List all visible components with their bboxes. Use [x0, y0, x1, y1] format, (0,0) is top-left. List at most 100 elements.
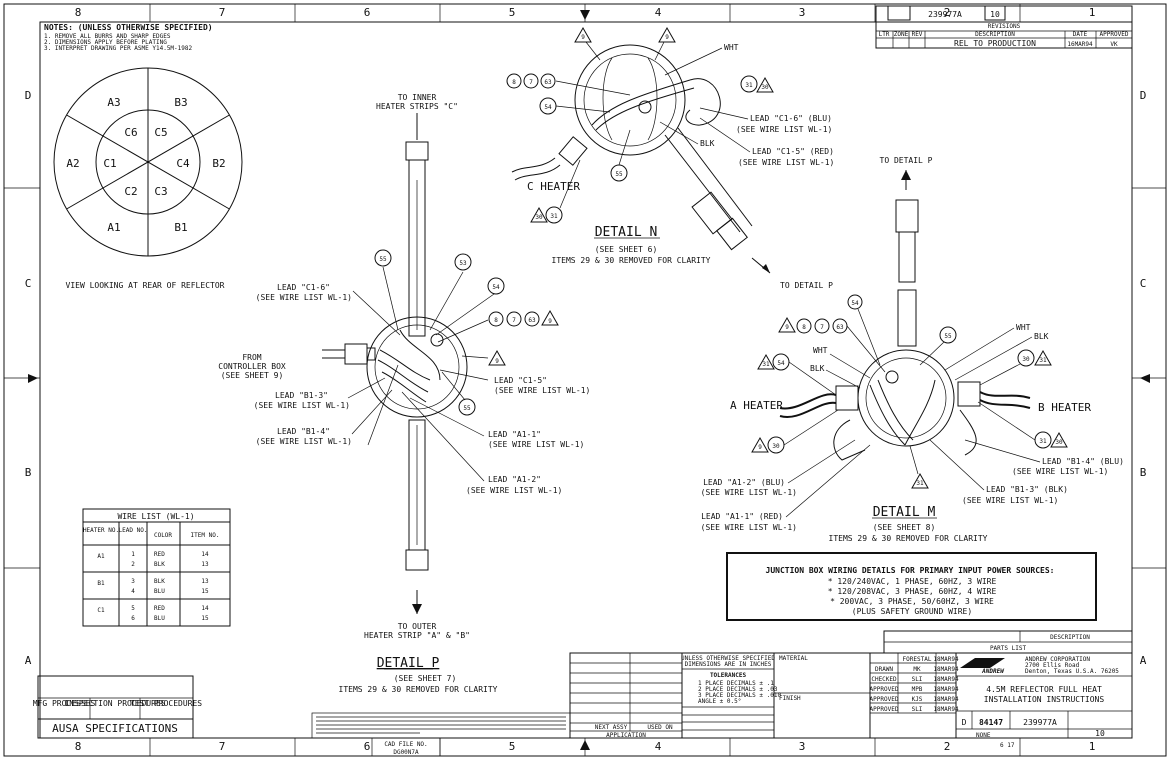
zone-row: B [25, 466, 32, 479]
zone-rows-right: D C B A [1140, 89, 1147, 667]
note-line: 1. REMOVE ALL BURRS AND SHARP EDGES [44, 33, 171, 40]
detail-m-subtitle: (SEE SHEET 8) [873, 523, 936, 532]
item-bubble: 30 [756, 76, 774, 93]
revision-desc: REL TO PRODUCTION [954, 39, 1036, 48]
zone-col: 5 [509, 6, 516, 19]
blk-label: BLK [810, 364, 825, 373]
sheet-of: 6 17 [1000, 742, 1015, 749]
company-name: ANDREW [981, 668, 1005, 675]
svg-text:18MAR94: 18MAR94 [933, 686, 959, 693]
zone-col: 8 [75, 6, 82, 19]
lead-label: LEAD "C1-6" [277, 283, 330, 292]
item-bubble: 9 [778, 316, 796, 333]
item-bubble: 55 [374, 249, 392, 267]
svg-text:LTR: LTR [879, 31, 890, 38]
detail-n: C HEATER WHT BLK LEAD "C1-6" (BLU) (SEE … [506, 26, 834, 290]
lead-label: (SEE WIRE LIST WL-1) [494, 386, 590, 395]
lead-label: (SEE WIRE LIST WL-1) [466, 486, 562, 495]
svg-text:8: 8 [512, 79, 516, 86]
drawing-title: INSTALLATION INSTRUCTIONS [984, 695, 1105, 704]
svg-text:54: 54 [544, 104, 552, 111]
zone-col: 7 [219, 6, 226, 19]
detail-p-bottom-label: HEATER STRIP "A" & "B" [364, 631, 470, 640]
detail-m-title: DETAIL M [873, 505, 936, 520]
svg-text:APPLICATION: APPLICATION [606, 732, 646, 739]
item-bubble: 9 [574, 26, 592, 43]
svg-text:54: 54 [777, 360, 785, 367]
cage-code: 84147 [979, 718, 1003, 727]
zone-col: 3 [799, 6, 806, 19]
item-bubble: 53 [454, 253, 472, 271]
lead-label: LEAD "B1-4" (BLU) [1042, 457, 1124, 466]
svg-text:30: 30 [1022, 356, 1030, 363]
zone-columns-bottom: 8 7 6 5 4 3 2 1 [75, 740, 1096, 753]
svg-text:63: 63 [836, 324, 844, 331]
sector-label: B2 [212, 157, 225, 170]
zone-row: C [1140, 277, 1147, 290]
item-bubble: 63 [524, 311, 540, 327]
svg-text:7: 7 [820, 324, 824, 331]
item-bubble: 8 [796, 318, 812, 334]
lead-label: LEAD "A1-1" (RED) [701, 512, 783, 521]
revisions-block: 239977A 10 REVISIONS LTR ZONE REV DESCRI… [875, 5, 1133, 49]
junction-title: JUNCTION BOX WIRING DETAILS FOR PRIMARY … [766, 566, 1055, 575]
svg-text:DATE: DATE [1073, 31, 1088, 38]
item-bubble: 54 [847, 294, 863, 310]
zone-rows-left: D C B A [25, 89, 32, 667]
revision-date: 16MAR94 [1067, 41, 1093, 48]
item-bubble: 8 [506, 73, 522, 89]
svg-text:B1: B1 [97, 580, 105, 587]
svg-text:55: 55 [615, 171, 623, 178]
blk-label: BLK [1034, 332, 1049, 341]
from-controller-box: FROM [242, 353, 261, 362]
note-line: 2. DIMENSIONS APPLY BEFORE PLATING [44, 39, 167, 46]
svg-text:APPROVED: APPROVED [870, 686, 899, 693]
detail-p-title: DETAIL P [377, 656, 440, 671]
svg-text:9: 9 [581, 34, 585, 41]
item-bubble: 9 [488, 349, 506, 366]
svg-text:5: 5 [131, 605, 135, 612]
svg-text:63: 63 [544, 79, 552, 86]
svg-text:31: 31 [550, 213, 558, 220]
svg-text:18MAR94: 18MAR94 [933, 696, 959, 703]
item-bubble: 63 [832, 318, 848, 334]
svg-text:54: 54 [492, 284, 500, 291]
svg-text:DRAWN: DRAWN [875, 666, 893, 673]
svg-text:14: 14 [201, 551, 209, 558]
svg-text:30: 30 [772, 443, 780, 450]
svg-text:MFG PROCESSES: MFG PROCESSES [33, 699, 96, 708]
svg-text:7: 7 [512, 317, 516, 324]
item-bubble: 55 [458, 398, 476, 416]
lead-label: (SEE WIRE LIST WL-1) [488, 440, 584, 449]
item-bubble: 63 [540, 73, 556, 89]
zone-row: D [25, 89, 32, 102]
svg-text:RED: RED [154, 605, 165, 612]
revision-doc-no: 239977A [928, 10, 962, 19]
svg-text:BLU: BLU [154, 615, 165, 622]
detail-p-bottom-label: TO OUTER [398, 622, 437, 631]
svg-text:TEST PROCEDURES: TEST PROCEDURES [130, 699, 202, 708]
table-row: B1 3 4 BLK BLU 13 15 [97, 578, 209, 595]
junction-box-note: JUNCTION BOX WIRING DETAILS FOR PRIMARY … [726, 552, 1097, 621]
svg-text:ANDREW CORPORATION: ANDREW CORPORATION [1025, 656, 1090, 663]
item-bubble: 30 [530, 206, 548, 223]
svg-text:2: 2 [131, 561, 135, 568]
item-bubble: 7 [506, 311, 522, 327]
sector-label: C5 [154, 126, 167, 139]
svg-text:Denton, Texas U.S.A. 76205: Denton, Texas U.S.A. 76205 [1025, 668, 1119, 675]
svg-text:FORESTAL: FORESTAL [903, 656, 932, 663]
lead-label: LEAD "B1-3" (BLK) [986, 485, 1068, 494]
wht-label: WHT [813, 346, 828, 355]
from-controller-box: (SEE SHEET 9) [221, 371, 284, 380]
detail-n-subtitle: ITEMS 29 & 30 REMOVED FOR CLARITY [552, 256, 711, 265]
svg-text:31: 31 [1039, 357, 1047, 364]
svg-text:RED: RED [154, 551, 165, 558]
lead-label: LEAD "C1-5" (RED) [752, 147, 834, 156]
detail-m: TO DETAIL P A HEATER B HEATER WHT BLK WH… [701, 156, 1124, 543]
svg-text:DESCRIPTION: DESCRIPTION [975, 31, 1015, 38]
lead-label: (SEE WIRE LIST WL-1) [962, 496, 1058, 505]
notes-heading: NOTES: (UNLESS OTHERWISE SPECIFIED) [44, 23, 213, 32]
svg-text:2700 Ellis Road: 2700 Ellis Road [1025, 662, 1080, 669]
